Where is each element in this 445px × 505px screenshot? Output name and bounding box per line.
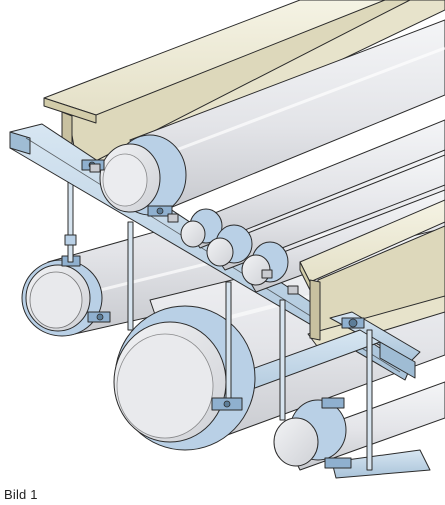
upper-large-pipe: [81, 19, 445, 217]
small-pipe-2: [206, 154, 445, 271]
lower-right-pipe: [273, 381, 445, 471]
rail-nuts: [89, 163, 299, 295]
lower-large-pipe-front-end: [113, 305, 256, 451]
threaded-rods: [127, 221, 373, 471]
pipe-clamp-lower-left: [21, 255, 111, 337]
small-pipe-1: [180, 119, 445, 249]
figure-caption: Bild 1: [4, 487, 38, 502]
threaded-rod-left: [64, 175, 77, 263]
